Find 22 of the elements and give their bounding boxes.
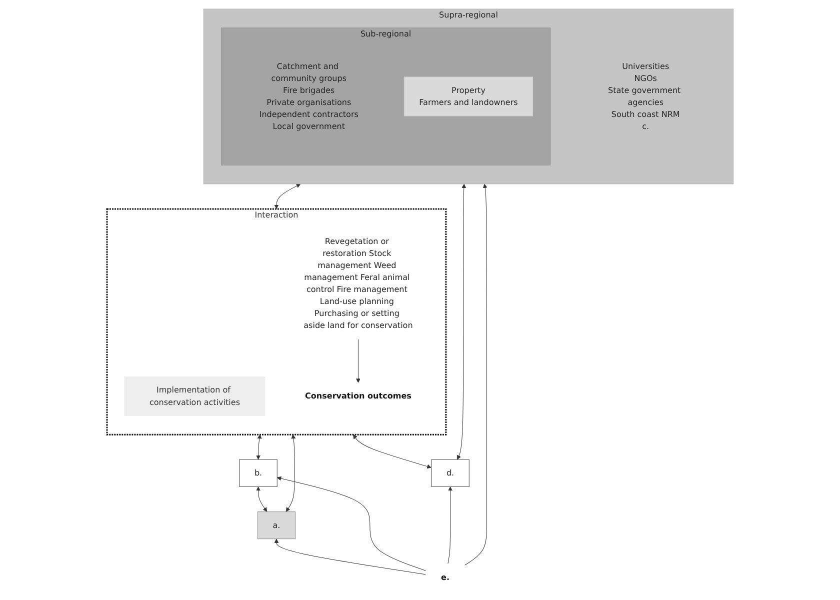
diagram-drawing: Supra-regional Sub-regional Catchment and community groups Fire brigades Private organisations Independent contractors Local government Property Farmers and landowners Universities NGOs State government agencies South coast NRM c. Interaction Implementation of conservation activities Revegetation or restoration Stock management Weed management Feral animal control Fire management Land-use planning Purchasing or setting aside land for conservation Conservation outcomes a. b. d. e. [102, 5, 738, 595]
arrow [456, 184, 466, 460]
arrow [274, 184, 301, 210]
node-text: Conservation outcomes [304, 391, 412, 401]
arrow [256, 434, 262, 460]
arrow [356, 338, 360, 383]
node-box [430, 459, 470, 487]
cluster [106, 208, 446, 436]
node-text: e. [440, 572, 450, 582]
node-box [257, 512, 296, 540]
node-box [238, 459, 278, 487]
arrow [464, 184, 488, 566]
arrow [276, 476, 426, 572]
cluster [220, 28, 550, 166]
arrow [286, 434, 296, 512]
arrow [274, 538, 426, 575]
node-box [404, 76, 533, 116]
arrow [352, 434, 432, 469]
cluster [203, 8, 734, 184]
node-text: Revegetation or restoration Stock management Weed management Feral animal control Fire management Land-use planning Purchasing or setting aside land for conservation [303, 236, 413, 330]
arrow [447, 486, 452, 564]
arrow [256, 486, 267, 512]
